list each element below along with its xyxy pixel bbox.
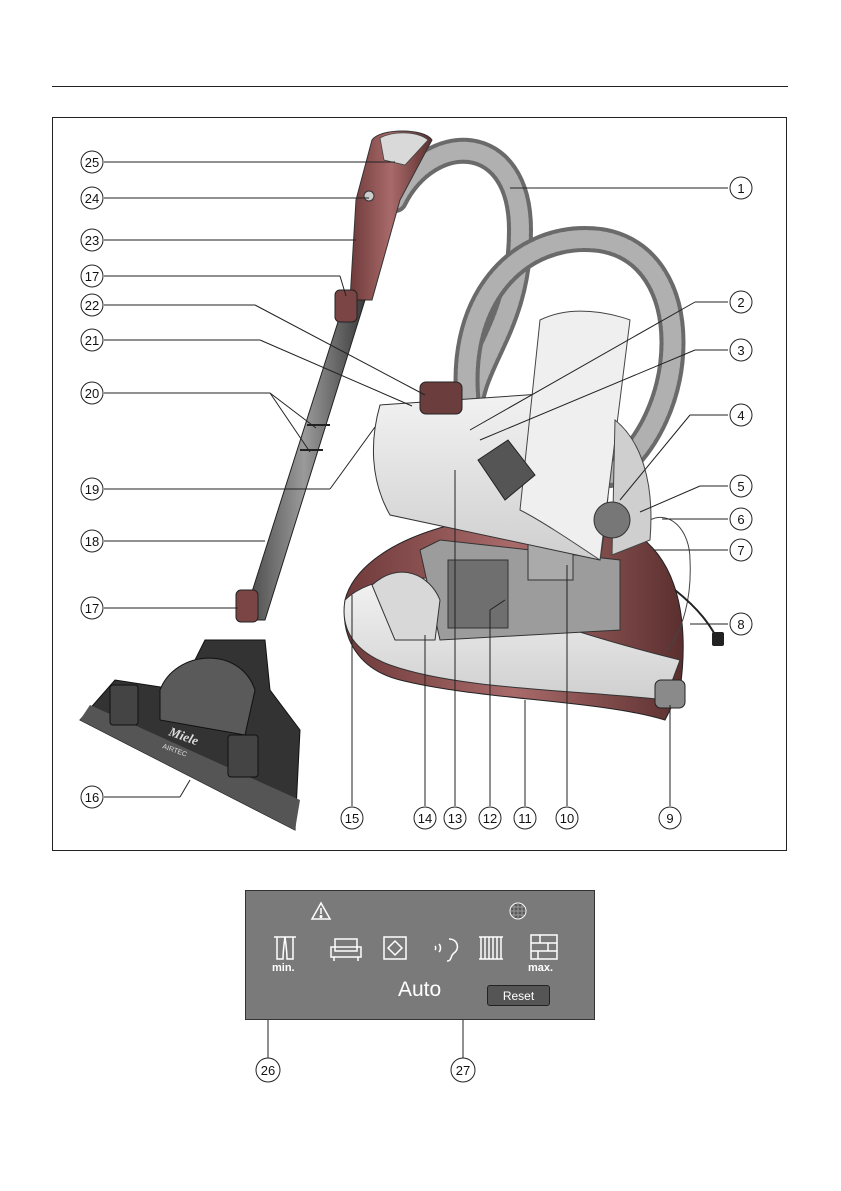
callout-25: 25 <box>81 151 103 173</box>
callout-4: 4 <box>730 404 752 426</box>
carpet-icon <box>479 937 503 959</box>
callout-13: 13 <box>444 807 466 829</box>
svg-text:13: 13 <box>448 811 462 826</box>
callout-18: 18 <box>81 530 103 552</box>
reset-button[interactable]: Reset <box>487 985 550 1006</box>
callout-10: 10 <box>556 807 578 829</box>
callout-15: 15 <box>341 807 363 829</box>
svg-text:10: 10 <box>560 811 574 826</box>
callout-16: 16 <box>81 786 103 808</box>
callout-3: 3 <box>730 339 752 361</box>
callout-17-top: 17 <box>81 265 103 287</box>
max-label: max. <box>528 962 553 974</box>
callout-22: 22 <box>81 294 103 316</box>
svg-text:11: 11 <box>518 811 532 826</box>
svg-text:17: 17 <box>85 269 99 284</box>
auto-label: Auto <box>398 978 441 1002</box>
callout-9: 9 <box>659 807 681 829</box>
callout-12: 12 <box>479 807 501 829</box>
callout-19: 19 <box>81 478 103 500</box>
callout-14: 14 <box>414 807 436 829</box>
sofa-icon <box>331 939 361 961</box>
hard-floor-icon <box>531 935 557 959</box>
svg-text:15: 15 <box>345 811 359 826</box>
svg-text:2: 2 <box>737 295 744 310</box>
callout-8: 8 <box>730 613 752 635</box>
callout-21: 21 <box>81 329 103 351</box>
svg-text:18: 18 <box>85 534 99 549</box>
svg-text:4: 4 <box>737 408 744 423</box>
svg-text:5: 5 <box>737 479 744 494</box>
svg-text:23: 23 <box>85 233 99 248</box>
svg-text:25: 25 <box>85 155 99 170</box>
callout-23: 23 <box>81 229 103 251</box>
svg-text:21: 21 <box>85 333 99 348</box>
rug-icon <box>384 937 406 959</box>
callout-20: 20 <box>81 382 103 404</box>
svg-text:22: 22 <box>85 298 99 313</box>
callout-7: 7 <box>730 539 752 561</box>
svg-text:9: 9 <box>666 811 673 826</box>
callout-17-bottom: 17 <box>81 597 103 619</box>
callout-6: 6 <box>730 508 752 530</box>
svg-text:16: 16 <box>85 790 99 805</box>
callout-5: 5 <box>730 475 752 497</box>
min-label: min. <box>272 962 295 974</box>
svg-text:14: 14 <box>418 811 432 826</box>
quiet-mode-icon <box>435 939 457 961</box>
telescopic-tube <box>243 300 365 620</box>
svg-text:3: 3 <box>737 343 744 358</box>
dust-bag-compartment <box>448 560 508 628</box>
svg-text:19: 19 <box>85 482 99 497</box>
svg-text:8: 8 <box>737 617 744 632</box>
filter-indicator-icon <box>510 903 526 919</box>
callout-11: 11 <box>514 807 536 829</box>
svg-text:1: 1 <box>737 181 744 196</box>
svg-text:24: 24 <box>85 191 99 206</box>
curtain-icon <box>274 937 296 959</box>
warning-icon <box>312 903 330 919</box>
svg-text:7: 7 <box>737 543 744 558</box>
svg-text:20: 20 <box>85 386 99 401</box>
svg-text:12: 12 <box>483 811 497 826</box>
callout-1: 1 <box>730 177 752 199</box>
callout-2: 2 <box>730 291 752 313</box>
callout-24: 24 <box>81 187 103 209</box>
svg-text:6: 6 <box>737 512 744 527</box>
svg-text:17: 17 <box>85 601 99 616</box>
